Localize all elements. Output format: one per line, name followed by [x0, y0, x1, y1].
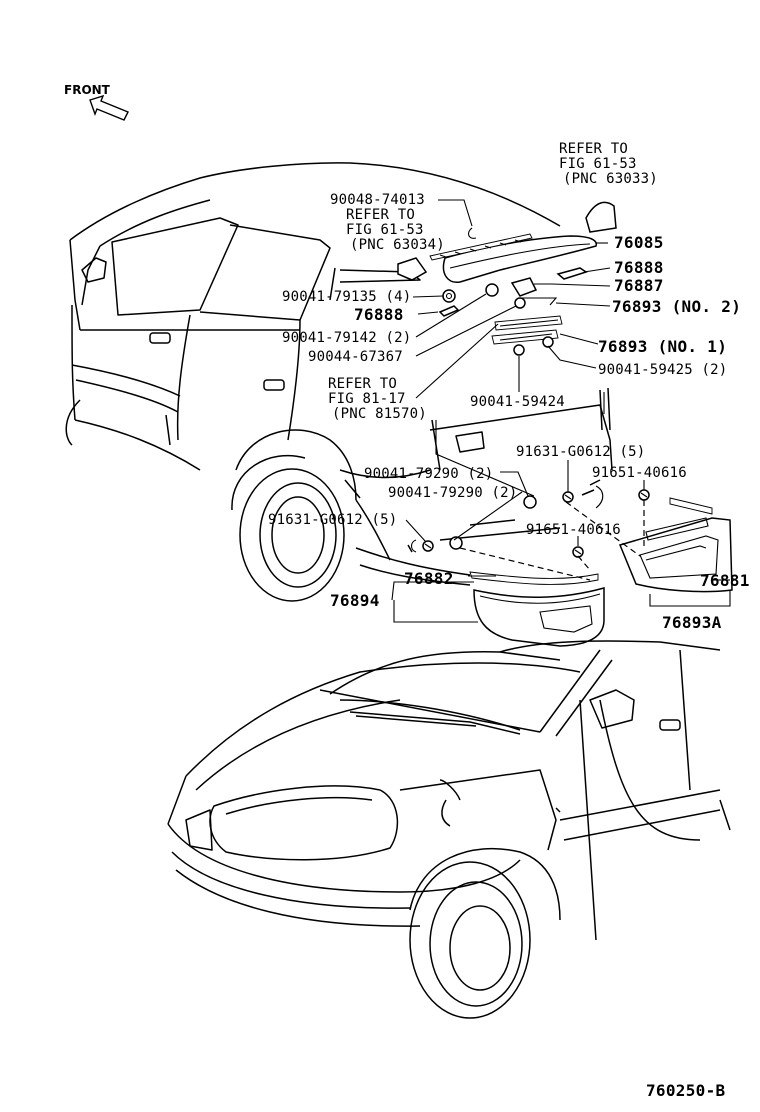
label-91631-g0612-right: 91631-G0612 (5)	[516, 444, 645, 460]
refer-part-63034	[397, 257, 428, 281]
spoiler-76085	[442, 235, 598, 283]
label-refer-6153-left-3: (PNC 63034)	[350, 237, 445, 253]
label-refer-6153-top-1: REFER TO	[559, 141, 628, 157]
front-label: FRONT	[64, 83, 111, 97]
label-refer-6153-top-3: (PNC 63033)	[563, 171, 658, 187]
label-91631-g0612-left: 91631-G0612 (5)	[268, 512, 397, 528]
label-refer-8117-1: REFER TO	[328, 376, 397, 392]
label-90041-59425: 90041-59425 (2)	[598, 362, 727, 378]
label-90041-59424: 90041-59424	[470, 394, 565, 410]
front-indicator: FRONT	[64, 83, 129, 121]
label-90041-79290-b: 90041-79290 (2)	[388, 485, 517, 501]
label-76893-no1: 76893 (NO. 1)	[598, 337, 727, 356]
label-refer-8117-3: (PNC 81570)	[332, 406, 427, 422]
label-76893a: 76893A	[662, 613, 722, 632]
nut-90041-79135	[442, 289, 456, 303]
front-vehicle-illustration	[167, 640, 731, 1019]
label-91651-40616-mid: 91651-40616	[526, 522, 621, 538]
label-76882: 76882	[404, 569, 454, 588]
label-refer-8117-2: FIG 81-17	[328, 391, 406, 407]
label-90044-67367: 90044-67367	[308, 349, 403, 365]
label-90048-74013: 90048-74013	[330, 192, 425, 208]
rear-vehicle-illustration	[65, 162, 613, 602]
label-76894: 76894	[330, 591, 380, 610]
rear-bumper-parts	[410, 485, 733, 647]
label-refer-6153-left-1: REFER TO	[346, 207, 415, 223]
part-76881-seal	[669, 497, 713, 515]
bracket-76887	[510, 277, 538, 297]
label-76893-no2: 76893 (NO. 2)	[612, 297, 741, 316]
label-90041-79142: 90041-79142 (2)	[282, 330, 411, 346]
label-76887: 76887	[614, 276, 664, 295]
callout-labels: REFER TO FIG 61-53 (PNC 63033) 90048-740…	[268, 141, 750, 1100]
leader-lines	[391, 199, 731, 623]
rear-spoiler-assembly	[397, 201, 617, 356]
label-90041-79290-a: 90041-79290 (2)	[364, 466, 493, 482]
label-76888-right: 76888	[614, 258, 664, 277]
label-refer-6153-top-2: FIG 61-53	[559, 156, 637, 172]
diagram-id: 760250-B	[646, 1081, 726, 1100]
refer-part-63033	[585, 201, 617, 233]
seal-strip	[429, 233, 533, 261]
part-76894-extension	[473, 587, 605, 647]
label-refer-6153-left-2: FIG 61-53	[346, 222, 424, 238]
part-76882-seal	[469, 571, 599, 585]
label-76085: 76085	[614, 233, 664, 252]
front-arrow-icon	[89, 94, 129, 121]
label-76881: 76881	[700, 571, 750, 590]
label-91651-40616-right: 91651-40616	[592, 465, 687, 481]
label-90041-79135: 90041-79135 (4)	[282, 289, 411, 305]
label-76888-left: 76888	[354, 305, 404, 324]
